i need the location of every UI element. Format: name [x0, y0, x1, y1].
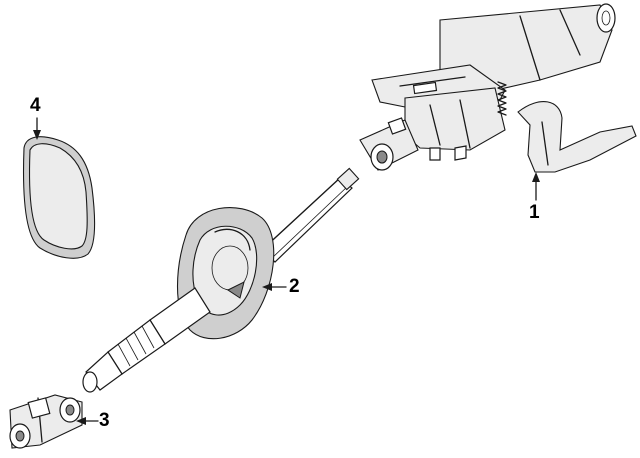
callout-part-1: 1: [529, 202, 540, 223]
callout-part-2: 2: [289, 276, 300, 297]
callout-part-4: 4: [30, 95, 41, 116]
cover-plate: [22, 136, 96, 259]
intermediate-shaft: [82, 167, 360, 393]
steering-column-assembly: [359, 3, 637, 173]
universal-joint: [9, 394, 83, 449]
callout-leaders: [33, 117, 540, 425]
callout-part-3: 3: [99, 410, 110, 431]
